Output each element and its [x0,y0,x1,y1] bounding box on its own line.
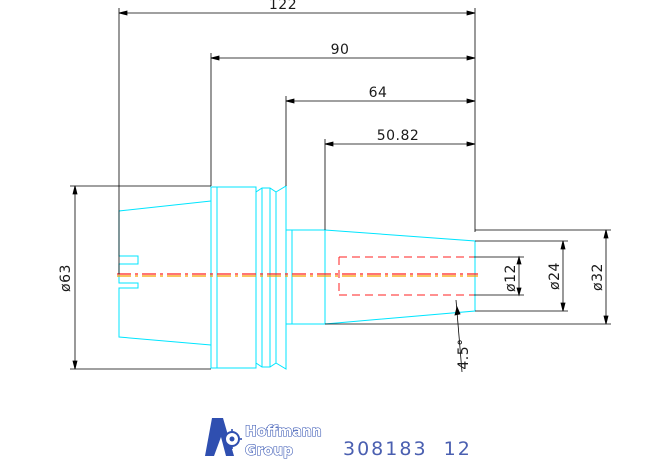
groove [255,187,277,368]
logo-group: Group [245,443,293,459]
hoffmann-logo: Hoffmann Group [205,418,322,460]
dim-64-label: 64 [369,85,388,101]
dia-32-label: ø32 [590,263,606,291]
taper-angle-label: 4.5° [456,338,472,369]
part-number: 308183 12 [343,438,472,460]
hidden-bore [338,256,474,296]
dim-90-label: 90 [331,42,350,58]
flange-body [210,186,257,369]
dia-63-label: ø63 [58,264,74,292]
taper-nose [324,229,476,325]
dimension-lines [70,8,611,373]
part-outline [118,185,476,370]
dim-122-label: 122 [269,0,297,13]
left-nut-outline [118,200,212,346]
dia-12-label: ø12 [503,264,519,292]
dim-50-82-label: 50.82 [377,128,420,144]
second-flange [275,185,287,370]
logo-name: Hoffmann [245,424,322,440]
logo-mark-icon [205,418,242,456]
dia-24-label: ø24 [547,262,563,290]
center-line [117,273,478,277]
